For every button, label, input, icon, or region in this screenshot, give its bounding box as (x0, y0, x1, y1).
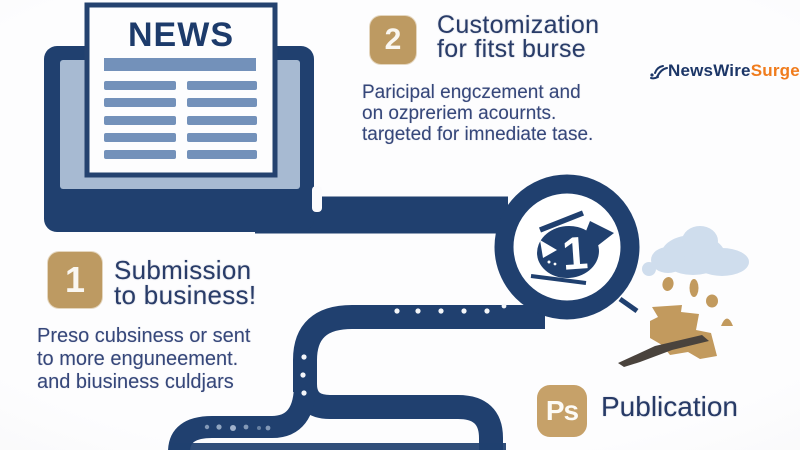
brand-name-suffix: Surge (750, 61, 800, 80)
gold-drops (662, 277, 733, 326)
step-1-title: Submission to business! (114, 255, 257, 310)
step-2-badge: 2 (370, 16, 416, 64)
step-2-body-line3: targeted for imnediate tase. (362, 124, 594, 145)
step-1-body-line1: Preso cubsiness or sent (37, 325, 251, 347)
newspaper-graphic (84, 2, 278, 178)
step-2-title: Customization for fitst burse (437, 11, 600, 63)
cycle-badge-number: 1 (560, 226, 590, 280)
road-lane-dots (300, 303, 507, 396)
publication-ps-icon: Ps (537, 385, 587, 437)
step-1-number: 1 (64, 259, 86, 300)
road-left-segment (168, 383, 316, 450)
road-faded-dots (204, 424, 271, 431)
road-middle-segment (293, 305, 545, 392)
road-right-arch-segment (293, 374, 503, 450)
step-1-body-line3: and biusiness culdjars (37, 371, 234, 393)
ring-tick (618, 296, 639, 314)
step-1-body-line2: to more enguneement. (37, 348, 239, 370)
newspaper-header-bar (104, 58, 256, 71)
news-masthead: NEWS (128, 16, 234, 54)
step-1-title-line2: to business! (114, 280, 257, 310)
step-2-title-line2: for fitst burse (437, 35, 586, 63)
cloud-shape (642, 226, 749, 276)
brand-name-prefix: NewsWire (668, 61, 751, 80)
step-1-badge: 1 (48, 252, 102, 308)
cycle-cursor-icon (530, 210, 614, 285)
step-2-body-line1: Paricipal engczement and (362, 82, 581, 103)
newspaper-text-bars (104, 81, 257, 159)
ps-icon-label: Ps (545, 395, 579, 426)
step-2-description: Paricipal engczement and on ozpreriem ac… (362, 82, 593, 145)
news-monitor-graphic (44, 2, 322, 232)
step-1-description: Preso cubsiness or sent to more enguneem… (37, 325, 250, 394)
step-2-number: 2 (384, 23, 402, 56)
step-1-title-line1: Submission (114, 255, 252, 285)
broadcast-waves-icon (650, 65, 668, 80)
dark-wing-shape (618, 335, 709, 367)
step-2-title-line1: Customization (437, 11, 600, 39)
publication-label: Publication (601, 391, 738, 422)
road-bottom-edge (170, 443, 506, 450)
step-2-body-line2: on ozpreriem acournts. (362, 103, 557, 124)
